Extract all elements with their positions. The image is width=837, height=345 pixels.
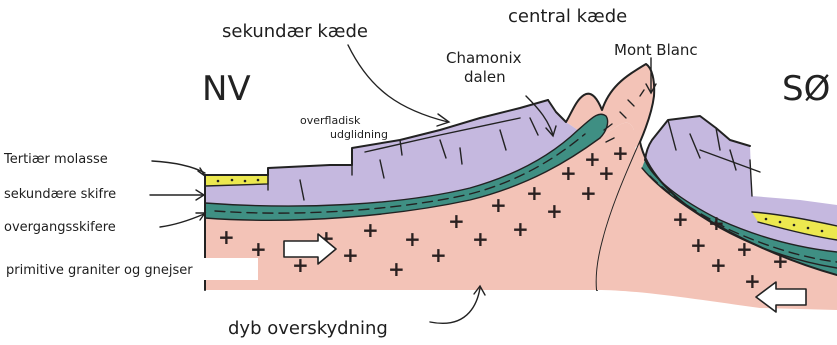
svg-text:+: + bbox=[362, 218, 379, 242]
svg-text:+: + bbox=[744, 269, 761, 293]
svg-text:+: + bbox=[708, 211, 725, 235]
transition-schists-label: overgangsskifere bbox=[4, 220, 116, 235]
secondary-chain-label: sekundær kæde bbox=[222, 21, 368, 42]
svg-text:+: + bbox=[388, 257, 405, 281]
svg-text:+: + bbox=[512, 217, 529, 241]
central-chain-label: central kæde bbox=[508, 6, 627, 27]
deep-thrust-label: dyb overskydning bbox=[228, 318, 388, 339]
svg-text:+: + bbox=[472, 227, 489, 251]
svg-text:+: + bbox=[736, 237, 753, 261]
svg-text:+: + bbox=[690, 233, 707, 257]
svg-text:+: + bbox=[218, 225, 235, 249]
svg-text:+: + bbox=[672, 207, 689, 231]
secondary-schists-label: sekundære skifre bbox=[4, 187, 116, 202]
svg-text:+: + bbox=[560, 161, 577, 185]
svg-text:+: + bbox=[612, 141, 629, 165]
svg-text:+: + bbox=[342, 243, 359, 267]
chamonix-label-line1: Chamonix bbox=[446, 49, 522, 67]
chamonix-label-line2: dalen bbox=[464, 68, 506, 86]
tertiary-molasse-label: Tertiær molasse bbox=[3, 152, 108, 167]
nw-direction-label: NV bbox=[202, 69, 251, 109]
se-direction-label: SØ bbox=[782, 69, 830, 109]
surface-sliding-label-line2: udglidning bbox=[330, 128, 388, 141]
svg-text:+: + bbox=[250, 237, 267, 261]
primitive-granites-label: primitive graniter og gnejser bbox=[6, 263, 193, 278]
svg-text:+: + bbox=[526, 181, 543, 205]
svg-text:+: + bbox=[710, 253, 727, 277]
svg-text:+: + bbox=[772, 249, 789, 273]
svg-text:+: + bbox=[448, 209, 465, 233]
svg-text:+: + bbox=[404, 227, 421, 251]
svg-text:+: + bbox=[580, 181, 597, 205]
svg-text:+: + bbox=[490, 193, 507, 217]
svg-text:+: + bbox=[546, 199, 563, 223]
surface-sliding-label-line1: overfladisk bbox=[300, 114, 361, 127]
mont-blanc-label: Mont Blanc bbox=[614, 41, 698, 59]
svg-text:+: + bbox=[430, 243, 447, 267]
